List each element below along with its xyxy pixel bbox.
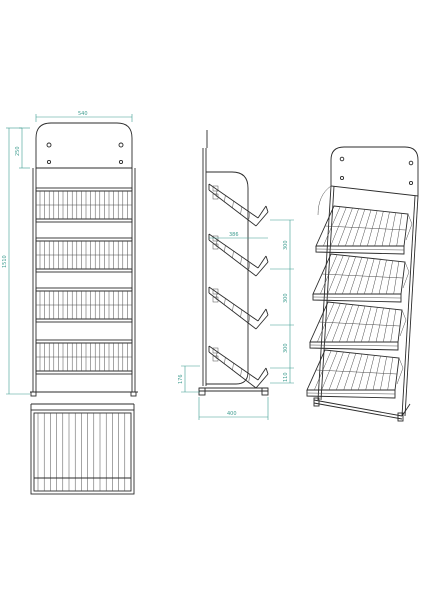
shelf-spacing-label: 300 (283, 240, 289, 250)
side-shelf-wire (248, 212, 251, 220)
front-foot (130, 391, 137, 397)
perspective-view (306, 146, 419, 422)
perspective-right-post (404, 195, 419, 417)
perspective-shelf (309, 301, 407, 351)
side-shelf-wire (240, 256, 242, 264)
depth-dimension-label: 386 (229, 232, 239, 238)
side-shelf (208, 286, 269, 330)
front-header-panel (35, 122, 133, 169)
side-shelf-bracket (212, 347, 219, 354)
perspective-header-panel (330, 146, 419, 197)
front-basket (35, 237, 133, 273)
side-panel-outline (206, 171, 249, 385)
front-mount-hole (118, 142, 124, 148)
side-shelf-bracket (212, 355, 219, 362)
front-basket (35, 287, 133, 323)
side-foot (198, 387, 206, 396)
side-shelf-wire (232, 250, 234, 259)
side-shelf-bracket (212, 288, 219, 295)
side-foot (261, 387, 269, 396)
perspective-shelf (312, 253, 410, 303)
side-shelf-wire (248, 262, 251, 270)
header-height-dimension-label: 250 (15, 146, 21, 156)
front-view (30, 122, 138, 397)
side-shelf-wire (232, 200, 234, 209)
shelf-spacing-label: 300 (283, 343, 289, 353)
perspective-left-post (317, 185, 332, 401)
base-depth-label: 400 (227, 411, 237, 417)
side-shelf-wire (240, 309, 242, 317)
bottom-gap-label: 176 (178, 374, 184, 384)
perspective-shelf (315, 205, 413, 255)
side-shelf-wire (232, 362, 234, 371)
front-mount-hole (118, 159, 124, 165)
perspective-foot (397, 412, 404, 422)
side-shelves (208, 183, 269, 389)
front-mount-hole (46, 142, 52, 148)
side-shelf-bracket (212, 235, 219, 242)
top-view-outline (30, 409, 135, 495)
front-dimensions: 540 250 1510 (2, 111, 133, 395)
shelf-spacing-label: 300 (283, 293, 289, 303)
perspective-shelves (306, 205, 413, 399)
side-shelf-bracket (212, 296, 219, 303)
side-shelf (208, 345, 269, 389)
side-dimensions: 386 300 300 300 110 176 400 (178, 219, 294, 420)
total-height-dimension-label: 1510 (2, 255, 8, 268)
front-baskets (35, 187, 133, 375)
front-basket (35, 339, 133, 375)
top-view (30, 403, 135, 495)
side-shelf-wire (240, 206, 242, 214)
side-shelf-wire (224, 357, 226, 365)
side-shelf-wire (232, 303, 234, 312)
side-shelf-wire (240, 368, 242, 376)
side-shelf-bracket (212, 243, 219, 250)
perspective-shelf (306, 349, 404, 399)
perspective-base-rail (313, 399, 403, 417)
side-shelf-wire (224, 195, 226, 203)
side-shelf-wire (224, 245, 226, 253)
top-view-wires (37, 413, 126, 491)
side-view (198, 130, 269, 396)
front-foot (30, 391, 37, 397)
side-shelf-wire (248, 374, 251, 382)
base-offset-label: 110 (283, 372, 289, 382)
side-shelf (208, 233, 269, 277)
perspective-foot (313, 397, 320, 407)
front-basket (35, 187, 133, 223)
side-shelf (208, 183, 269, 227)
side-shelf-bracket (212, 193, 219, 200)
side-shelf-wire (248, 315, 251, 323)
width-dimension-label: 540 (78, 111, 88, 117)
side-shelf-bracket (212, 185, 219, 192)
front-mount-hole (46, 159, 52, 165)
side-shelf-wire (224, 298, 226, 306)
